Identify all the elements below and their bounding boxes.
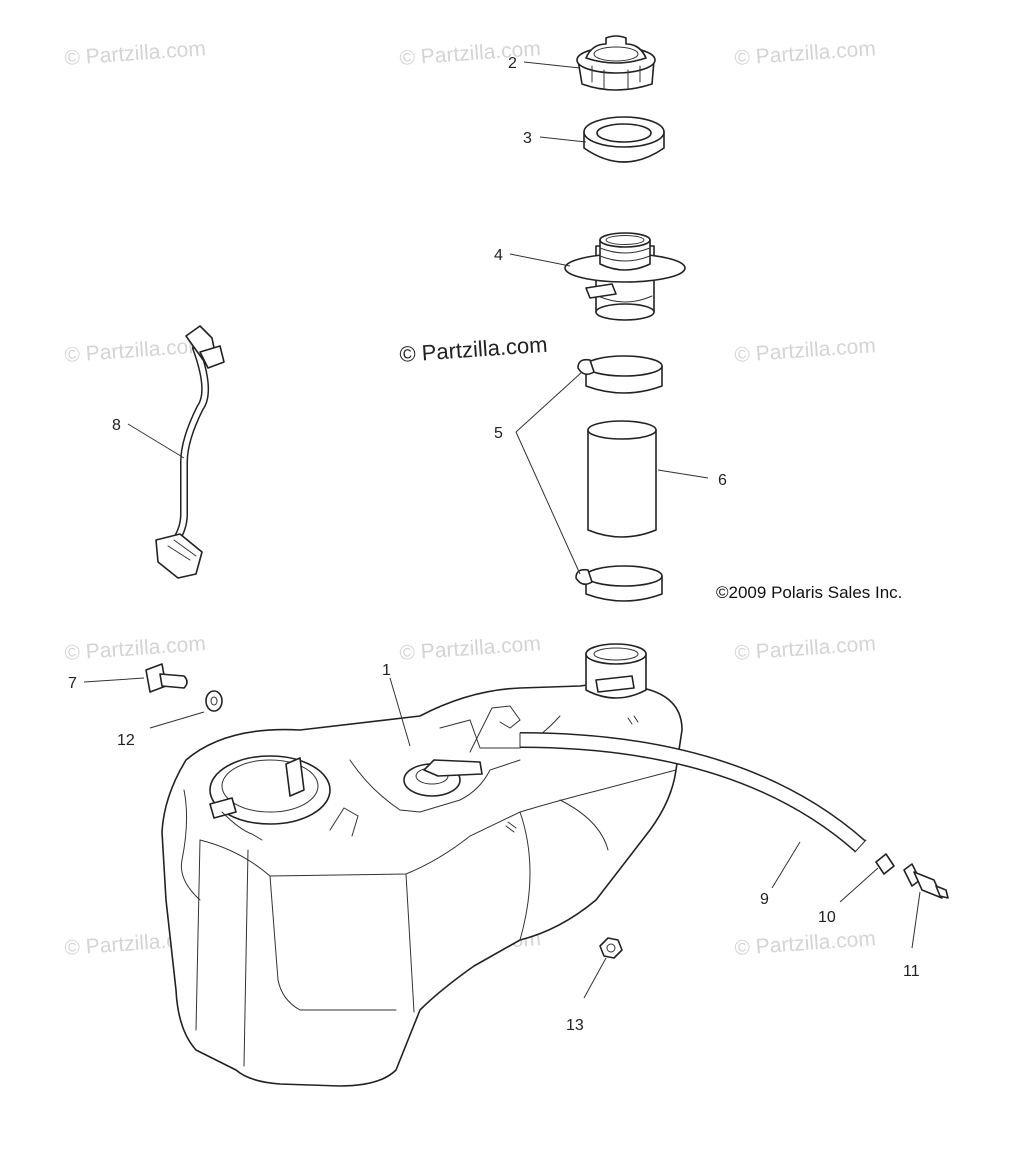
watermark: © Partzilla.com <box>64 334 207 367</box>
filler-neck <box>564 232 686 321</box>
watermark: © Partzilla.com <box>399 37 542 70</box>
watermark: © Partzilla.com <box>64 37 207 70</box>
callout-7: 7 <box>68 675 77 692</box>
copyright-notice: ©2009 Polaris Sales Inc. <box>716 583 902 602</box>
watermark: © Partzilla.com <box>734 927 877 960</box>
rubber-cap <box>875 853 895 875</box>
filler-hose <box>587 420 657 538</box>
washer <box>205 690 223 712</box>
callout-12: 12 <box>117 732 135 749</box>
bolt <box>145 663 188 693</box>
hose-clamp-upper <box>577 355 663 394</box>
callout-1: 1 <box>382 662 391 679</box>
watermark: © Partzilla.com <box>399 632 542 665</box>
fuel-cap <box>576 35 656 91</box>
watermark: © Partzilla.com <box>734 37 877 70</box>
fuel-tank <box>161 643 683 1087</box>
center-watermark: © Partzilla.com <box>399 332 549 367</box>
callout-3: 3 <box>523 130 532 147</box>
nut <box>599 937 623 959</box>
callout-9: 9 <box>760 891 769 908</box>
watermark: © Partzilla.com <box>64 632 207 665</box>
fuel-cap-gasket <box>583 116 665 163</box>
callout-4: 4 <box>494 247 503 264</box>
leader-lines <box>83 61 921 999</box>
callout-11: 11 <box>903 963 920 980</box>
check-valve <box>903 863 949 899</box>
callout-8: 8 <box>112 417 121 434</box>
vent-tube <box>519 732 867 853</box>
callout-13: 13 <box>566 1017 584 1034</box>
watermark: © Partzilla.com <box>734 334 877 367</box>
callout-6: 6 <box>718 472 727 489</box>
callout-2: 2 <box>508 55 517 72</box>
watermark: © Partzilla.com <box>734 632 877 665</box>
vent-line <box>155 325 225 579</box>
callouts: 2 3 4 5 6 8 7 12 1 9 10 11 13 <box>68 55 920 1034</box>
callout-5: 5 <box>494 425 503 442</box>
hose-clamp-lower <box>575 565 663 602</box>
callout-10: 10 <box>818 909 836 926</box>
